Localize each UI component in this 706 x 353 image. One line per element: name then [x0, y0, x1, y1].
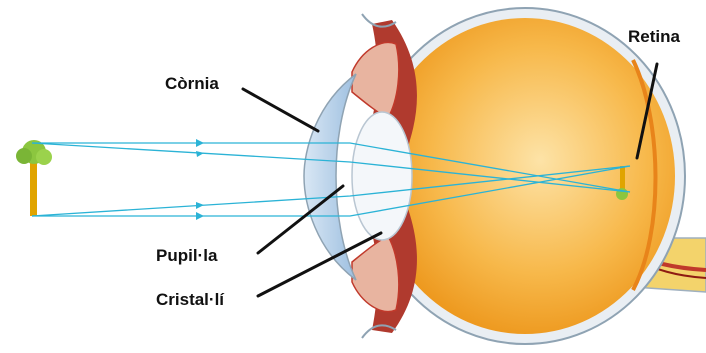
cornea-label: Còrnia [165, 74, 219, 93]
ray-arrow [196, 212, 204, 220]
ciliary-tissue-upper [352, 42, 399, 118]
eyeball-interior [375, 18, 675, 334]
ray-arrow [196, 202, 204, 209]
ciliary-tissue-lower [352, 236, 399, 312]
ray-arrow [196, 151, 204, 157]
ray-arrows [196, 139, 204, 220]
retina-label: Retina [628, 27, 681, 46]
ray-arrow [196, 139, 204, 147]
pupil-label: Pupil·la [156, 246, 218, 265]
tree-object [16, 140, 52, 216]
cornea-leader [243, 89, 318, 131]
lens [352, 112, 412, 240]
lens-label: Cristal·lí [156, 290, 225, 309]
